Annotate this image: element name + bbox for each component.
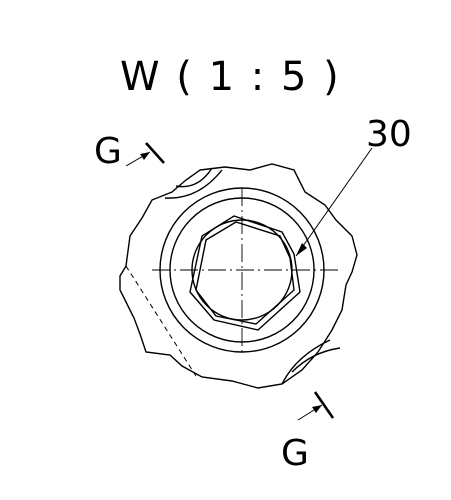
section-arrowhead-top <box>140 152 150 160</box>
break-outline <box>119 163 358 389</box>
bore-arc-bottom-outer <box>281 339 331 385</box>
view-title: W ( 1 : 5 ) <box>120 54 341 100</box>
bore-arc-top-outer <box>175 167 213 188</box>
callout-leader <box>295 147 373 257</box>
section-label-bottom: G <box>281 433 309 474</box>
section-cut-mark-bottom <box>313 391 335 419</box>
hex-head-inner <box>195 221 295 325</box>
bore-arc-top-inner <box>164 169 223 199</box>
callout-arrowhead <box>296 243 307 256</box>
callout-number: 30 <box>366 114 412 155</box>
hex-head <box>189 215 301 331</box>
section-cut-mark-top <box>145 142 165 164</box>
section-arrowhead-bottom <box>312 405 322 413</box>
bore-arc-bottom-inner <box>291 347 341 373</box>
hidden-edge <box>125 265 197 377</box>
section-label-top: G <box>94 131 122 172</box>
